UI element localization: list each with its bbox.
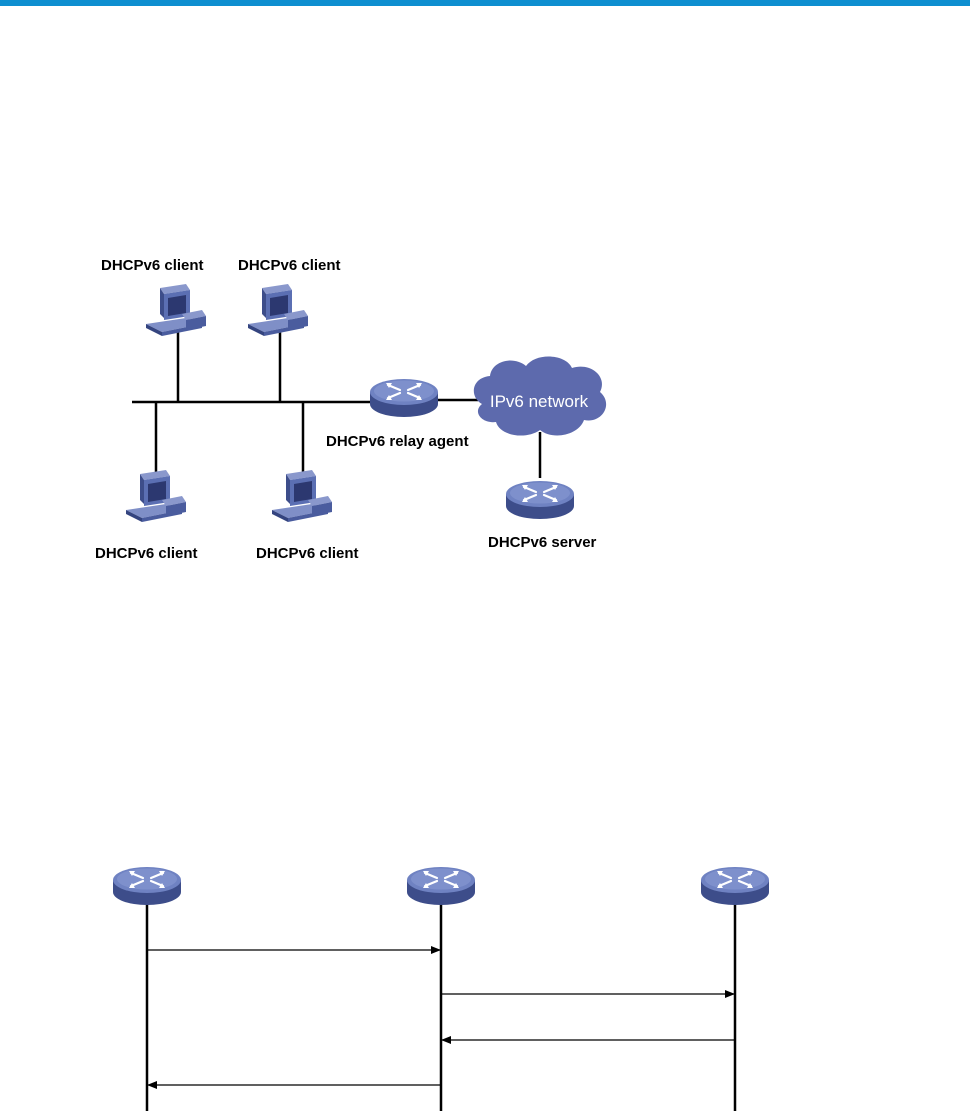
client-label-1: DHCPv6 client bbox=[101, 257, 204, 274]
relay-agent-label: DHCPv6 relay agent bbox=[326, 433, 469, 450]
computer-icon bbox=[126, 470, 186, 522]
client-label-2: DHCPv6 client bbox=[238, 257, 341, 274]
cloud-icon: IPv6 network bbox=[473, 356, 607, 436]
computer-icon bbox=[146, 284, 206, 336]
ipv6-network-label: IPv6 network bbox=[490, 392, 589, 411]
router-icon bbox=[504, 479, 576, 521]
router-icon bbox=[405, 865, 477, 907]
client-label-3: DHCPv6 client bbox=[95, 545, 198, 562]
router-icon bbox=[111, 865, 183, 907]
sequence-diagram bbox=[111, 865, 771, 1111]
top-accent-bar bbox=[0, 0, 970, 6]
computer-icon bbox=[272, 470, 332, 522]
server-label: DHCPv6 server bbox=[488, 534, 597, 551]
router-icon bbox=[699, 865, 771, 907]
client-label-4: DHCPv6 client bbox=[256, 545, 359, 562]
computer-icon bbox=[248, 284, 308, 336]
router-icon bbox=[368, 377, 440, 419]
topology-diagram: DHCPv6 client DHCPv6 client DHCPv6 clien… bbox=[95, 257, 607, 562]
